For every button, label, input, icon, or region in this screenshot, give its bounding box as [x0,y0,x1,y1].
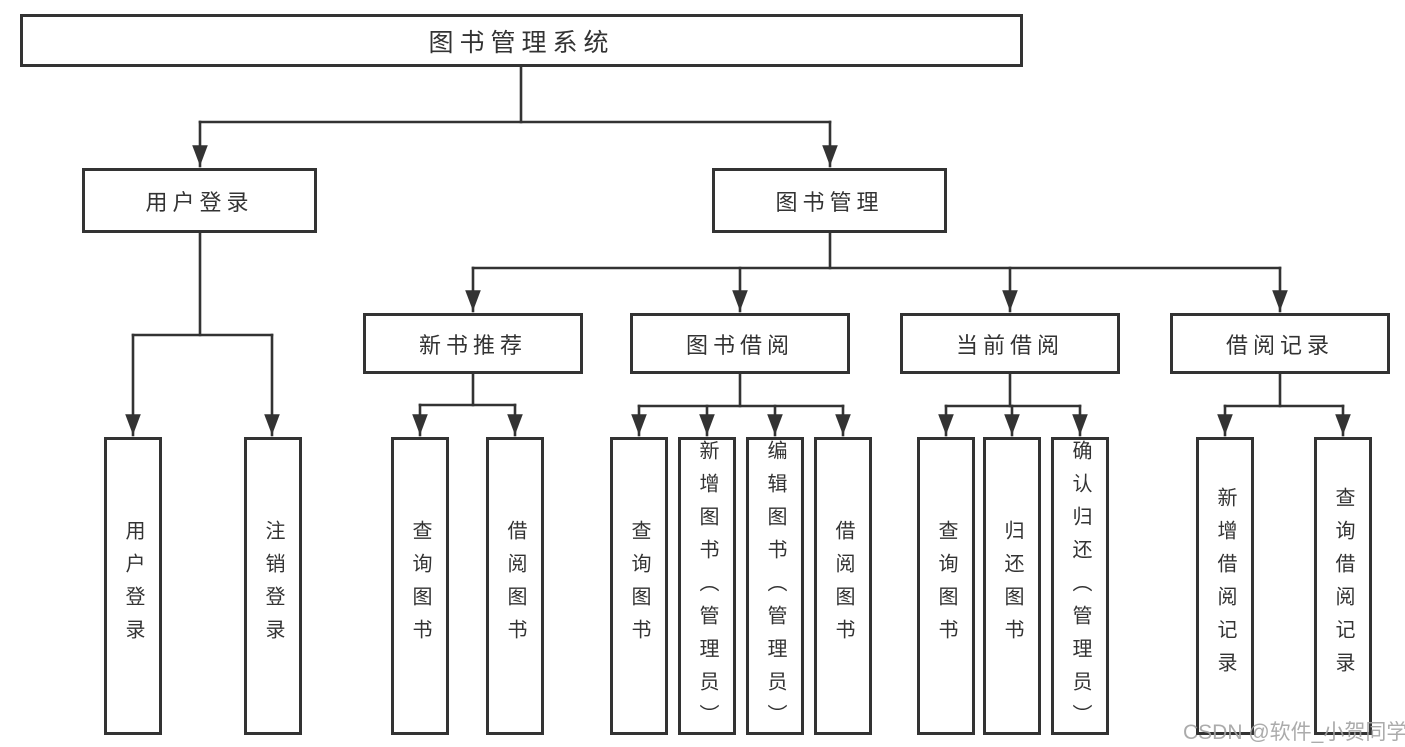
node-library-management-system: 图书管理系统 [20,14,1023,67]
node-leaf-add-borrow-record: 新增借阅记录 [1196,437,1254,735]
node-new-book-recommendation: 新书推荐 [363,313,583,374]
node-leaf-return-books: 归还图书 [983,437,1041,735]
node-book-borrowing: 图书借阅 [630,313,850,374]
node-leaf-borrow-books-2: 借阅图书 [814,437,872,735]
node-leaf-query-books-2: 查询图书 [610,437,668,735]
node-leaf-logout: 注销登录 [244,437,302,735]
node-leaf-query-books-3: 查询图书 [917,437,975,735]
node-user-login-module: 用户登录 [82,168,317,233]
node-leaf-add-books-admin: 新增图书（管理员） [678,437,736,737]
node-leaf-query-borrow-record: 查询借阅记录 [1314,437,1372,735]
node-book-management-module: 图书管理 [712,168,947,233]
node-current-borrowing: 当前借阅 [900,313,1120,374]
node-borrowing-records: 借阅记录 [1170,313,1390,374]
node-leaf-borrow-books-1: 借阅图书 [486,437,544,735]
node-leaf-edit-books-admin: 编辑图书（管理员） [746,437,804,737]
node-leaf-confirm-return-admin: 确认归还（管理员） [1051,437,1109,737]
csdn-watermark: CSDN @软件_小贺同学 [1183,721,1405,744]
node-leaf-user-login: 用户登录 [104,437,162,735]
node-leaf-query-books-1: 查询图书 [391,437,449,735]
